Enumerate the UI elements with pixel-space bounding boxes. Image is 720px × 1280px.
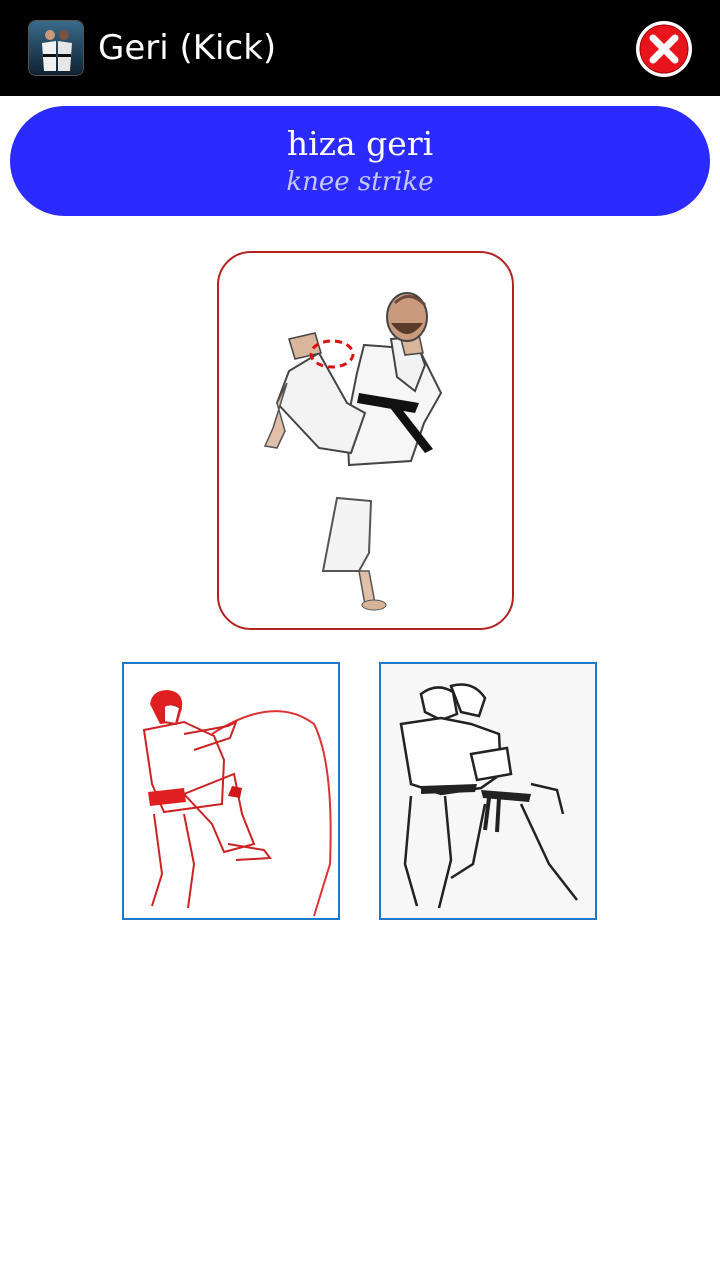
term-japanese: hiza geri: [286, 124, 434, 163]
thumbnail-clinch-sketch[interactable]: [379, 662, 597, 920]
karate-app-icon: [28, 20, 84, 76]
main-technique-image[interactable]: [217, 251, 514, 630]
app-title: Geri (Kick): [98, 28, 277, 68]
term-banner: [10, 106, 710, 216]
close-icon[interactable]: [634, 19, 694, 79]
term-english: knee strike: [286, 167, 434, 197]
thumbnail-red-sketch[interactable]: [122, 662, 340, 920]
app-bar: Geri (Kick): [0, 0, 720, 96]
